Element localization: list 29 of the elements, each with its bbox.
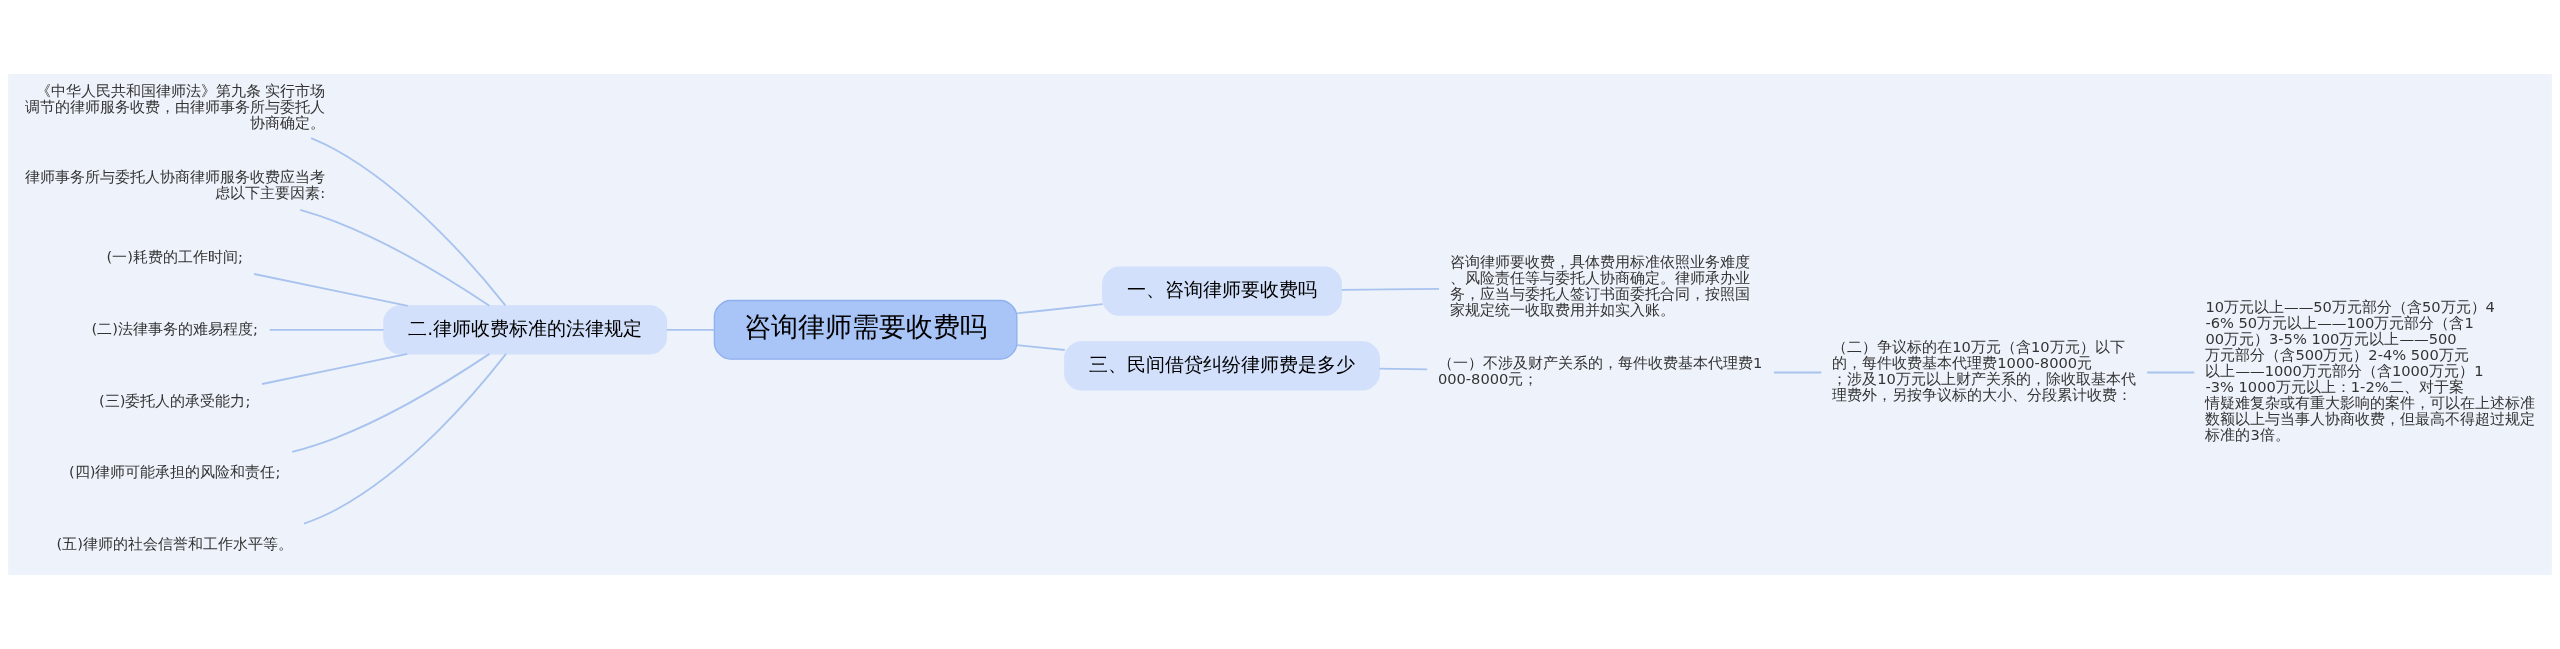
node-text: 律师事务所与委托人协商律师服务收费应当考虑以下主要因素: (25, 167, 326, 201)
node-text: （二）争议标的在10万元（含10万元）以下的，每件收费基本代理费1000-8000元；涉及10万元以上财产关系的，除收取基本代理费外，另按争议标的大小、分段累计收费： (1832, 338, 2136, 404)
connector (2146, 371, 2196, 374)
connector (1773, 371, 1823, 374)
connector (268, 328, 385, 331)
node-text: 咨询律师要收费，具体费用标准依照业务难度、风险责任等与委托人协商确定。律师承办业务，应当与委托人签订书面委托合同，按照国家规定统一收取费用并如实入账。 (1449, 252, 1750, 318)
connector (665, 328, 715, 331)
connector (299, 209, 491, 307)
node-text: (四)律师可能承担的风险和责任; (69, 463, 281, 481)
connector (1340, 287, 1440, 291)
connector (261, 353, 409, 385)
connector (1016, 303, 1104, 315)
connector (253, 273, 409, 307)
node-text: 10万元以上——50万元部分（含50万元）4-6% 50万元以上——100万元部分（含100万元）3-5% 100万元以上——500万元部分（含500万元）2-4% 500万元以上——1000万元部分（含1000万元）1-3% 1000万元以上：1-2%二、对于案情疑难复杂或有重大影响的案件，可以在上述标准数额以上与当事人协商收费，但最高不得超过规定标准的3倍。 (2205, 298, 2536, 444)
connector (303, 353, 507, 525)
node-text: (一)耗费的工作时间; (106, 247, 243, 265)
node-text: (三)委托人的承受能力; (99, 391, 251, 409)
node-box: 三、民间借贷纠纷律师费是多少 (1064, 341, 1380, 391)
node-text: （一）不涉及财产关系的，每件收费基本代理费1000-8000元； (1437, 354, 1763, 388)
connector (310, 137, 507, 307)
connector (1016, 344, 1066, 351)
node-text: 《中华人民共和国律师法》第九条 实行市场调节的律师服务收费，由律师事务所与委托人协商确定。 (25, 82, 326, 132)
node-box: 一、咨询律师要收费吗 (1102, 266, 1342, 316)
connector (1378, 367, 1429, 371)
node-box: 咨询律师需要收费吗 (713, 299, 1018, 360)
connector (291, 352, 491, 453)
node-box: 二.律师收费标准的法律规定 (383, 305, 668, 355)
node-text: (五)律师的社会信誉和工作水平等。 (56, 535, 293, 553)
node-text: (二)法律事务的难易程度; (91, 319, 258, 337)
